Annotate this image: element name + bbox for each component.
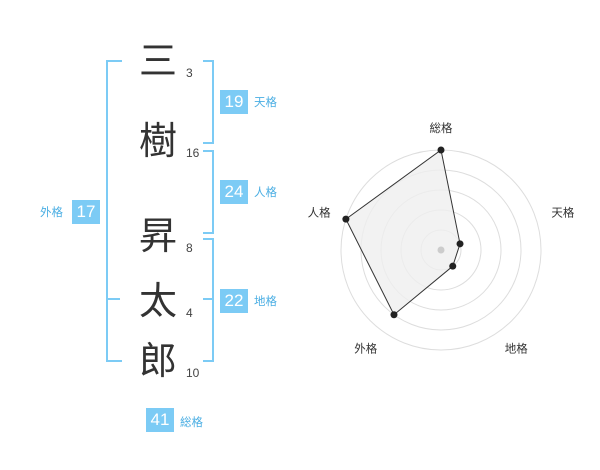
radar-axis-label-1: 総格 — [430, 121, 453, 135]
radar-point-5 — [342, 215, 350, 223]
stroke-count-4: 4 — [186, 306, 193, 320]
radar-point-2 — [456, 240, 464, 248]
radar-point-3 — [449, 262, 457, 270]
stroke-count-5: 10 — [186, 366, 200, 380]
stroke-count-3: 8 — [186, 241, 193, 255]
chikaku-bracket-tick — [203, 298, 214, 300]
name-char-4: 太 — [138, 279, 177, 323]
stroke-count-1: 3 — [186, 66, 193, 80]
name-char-3: 昇 — [138, 214, 177, 258]
radar-axis-label-5: 人格 — [308, 205, 331, 219]
soukaku-badge: 41 — [146, 408, 174, 432]
radar-series-polygon — [345, 149, 461, 316]
tenkaku-label: 天格 — [254, 95, 277, 109]
radar-axis-label-3: 地格 — [505, 342, 528, 356]
gaikaku-bracket-tick — [106, 298, 120, 300]
name-char-2: 樹 — [138, 119, 177, 163]
name-char-5: 郎 — [138, 339, 177, 383]
stroke-count-2: 16 — [186, 146, 200, 160]
chikaku-label: 地格 — [254, 294, 277, 308]
soukaku-label: 総格 — [180, 415, 203, 429]
gaikaku-label: 外格 — [40, 205, 63, 219]
radar-axis-label-4: 外格 — [354, 342, 377, 356]
jinkaku-bracket — [203, 150, 214, 234]
radar-point-4 — [390, 311, 398, 319]
radar-point-1 — [437, 146, 445, 154]
tenkaku-badge: 19 — [220, 90, 248, 114]
gaikaku-bracket — [106, 60, 122, 362]
radar-center-dot — [437, 246, 445, 254]
name-char-1: 三 — [138, 39, 177, 83]
chikaku-bracket — [203, 238, 214, 362]
jinkaku-badge: 24 — [220, 180, 248, 204]
jinkaku-label: 人格 — [254, 185, 277, 199]
radar-axis-label-2: 天格 — [551, 205, 574, 219]
tenkaku-bracket — [203, 60, 214, 144]
gaikaku-badge: 17 — [72, 200, 100, 224]
chikaku-badge: 22 — [220, 289, 248, 313]
